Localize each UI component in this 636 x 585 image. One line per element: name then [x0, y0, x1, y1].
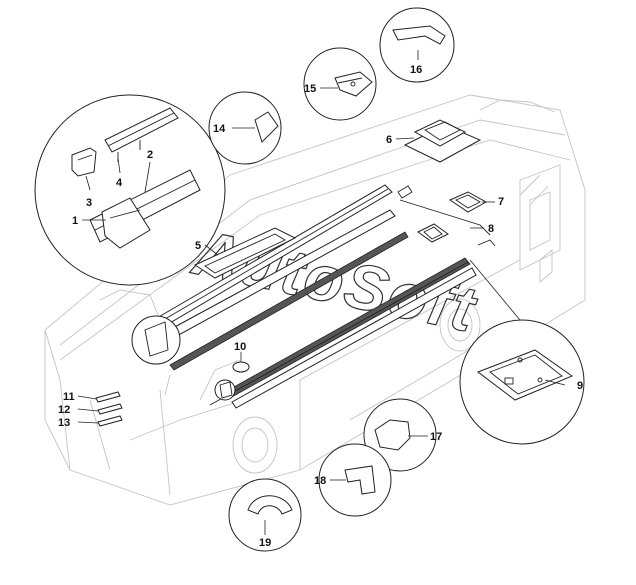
detail-circle-15 — [303, 47, 377, 121]
callout-16: 16 — [410, 64, 422, 76]
frame-8 — [397, 185, 496, 247]
callout-6: 6 — [386, 134, 392, 146]
callout-5: 5 — [195, 240, 201, 252]
callout-18: 18 — [314, 475, 326, 487]
callout-9: 9 — [577, 380, 583, 392]
callout-17: 17 — [430, 431, 442, 443]
callout-2: 2 — [147, 149, 153, 161]
callout-14: 14 — [213, 123, 226, 135]
leader-lines — [77, 50, 566, 535]
detail-circle-trim — [34, 94, 226, 286]
callout-3: 3 — [86, 197, 92, 209]
roof-rails — [131, 184, 477, 409]
callout-8: 8 — [488, 223, 494, 235]
detail-circle-19 — [228, 478, 302, 552]
callout-12: 12 — [58, 404, 70, 416]
detail-circle-9 — [459, 319, 585, 445]
callout-labels: 1 2 3 4 5 6 7 8 9 10 11 12 13 14 15 16 1… — [58, 64, 583, 549]
callout-4: 4 — [116, 177, 123, 189]
detail-circle-16 — [379, 7, 455, 83]
clips-11-12-13 — [95, 391, 123, 427]
detail-circle-17 — [363, 398, 437, 472]
roof-hatch-5 — [193, 227, 297, 279]
callout-15: 15 — [304, 83, 316, 95]
callout-1: 1 — [72, 215, 78, 227]
roof-vent-6 — [403, 119, 482, 163]
grommet-10 — [232, 361, 250, 373]
callout-13: 13 — [58, 417, 70, 429]
seal-7 — [448, 191, 488, 213]
detail-circle-18 — [318, 443, 392, 517]
callout-19: 19 — [259, 537, 271, 549]
callout-10: 10 — [234, 341, 246, 353]
callout-11: 11 — [63, 391, 75, 403]
callout-7: 7 — [498, 196, 504, 208]
